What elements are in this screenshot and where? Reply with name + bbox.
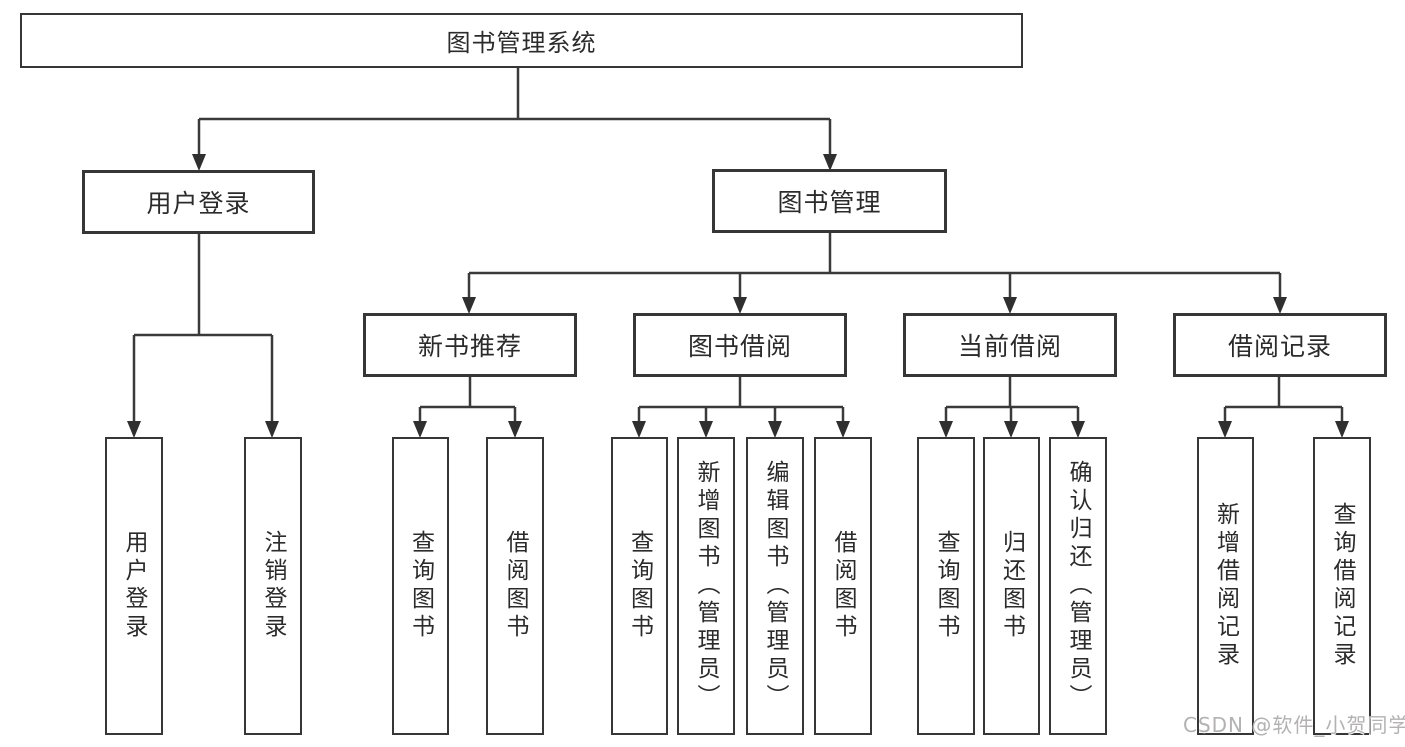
connector-new-book-recommend	[418, 377, 517, 433]
connector-book-borrowing	[637, 377, 845, 433]
leaf-edit-books-admin: 编辑图书（管理员）	[746, 437, 804, 735]
connector-user-login	[132, 234, 274, 433]
arrow-down-icon	[768, 421, 782, 438]
connector-book-management	[467, 233, 1282, 309]
connector-current-borrowing	[944, 377, 1080, 433]
leaf-query-borrow-record: 查询借阅记录	[1313, 437, 1371, 735]
arrow-down-icon	[823, 154, 837, 171]
node-borrowing-records: 借阅记录	[1173, 313, 1387, 377]
arrowheads	[127, 154, 1349, 438]
arrow-down-icon	[1071, 421, 1085, 438]
arrow-down-icon	[1003, 297, 1017, 314]
leaf-add-books-admin: 新增图书（管理员）	[677, 437, 735, 735]
leaf-return-books: 归还图书	[983, 437, 1040, 735]
arrow-down-icon	[127, 421, 141, 438]
arrow-down-icon	[265, 421, 279, 438]
node-new-book-recommend: 新书推荐	[363, 313, 577, 377]
node-book-borrowing: 图书借阅	[633, 313, 847, 377]
arrow-down-icon	[1335, 421, 1349, 438]
connector-borrowing-records	[1223, 377, 1344, 433]
arrow-down-icon	[508, 421, 522, 438]
csdn-watermark: CSDN @软件_小贺同学	[1183, 713, 1405, 737]
arrow-down-icon	[733, 297, 747, 314]
arrow-down-icon	[1273, 297, 1287, 314]
leaf-logout: 注销登录	[244, 437, 302, 735]
leaf-confirm-return-admin: 确认归还（管理员）	[1049, 437, 1107, 735]
arrow-down-icon	[413, 421, 427, 438]
leaf-query-books-borrowing: 查询图书	[611, 437, 668, 735]
leaf-query-books-recommend: 查询图书	[392, 437, 449, 735]
node-user-login: 用户登录	[82, 170, 315, 234]
arrow-down-icon	[836, 421, 850, 438]
connector-root	[197, 68, 832, 166]
leaf-add-borrow-record: 新增借阅记录	[1197, 437, 1254, 735]
node-current-borrowing: 当前借阅	[903, 313, 1117, 377]
arrow-down-icon	[462, 297, 476, 314]
leaf-query-books-current: 查询图书	[917, 437, 975, 735]
arrow-down-icon	[192, 154, 206, 171]
arrow-down-icon	[1004, 421, 1018, 438]
leaf-borrow-books-recommend: 借阅图书	[486, 437, 544, 735]
arrow-down-icon	[699, 421, 713, 438]
leaf-user-login: 用户登录	[105, 437, 163, 735]
leaf-borrow-books: 借阅图书	[814, 437, 872, 735]
node-library-management-system: 图书管理系统	[20, 13, 1023, 68]
arrow-down-icon	[939, 421, 953, 438]
arrow-down-icon	[632, 421, 646, 438]
arrow-down-icon	[1218, 421, 1232, 438]
node-book-management: 图书管理	[712, 169, 947, 233]
